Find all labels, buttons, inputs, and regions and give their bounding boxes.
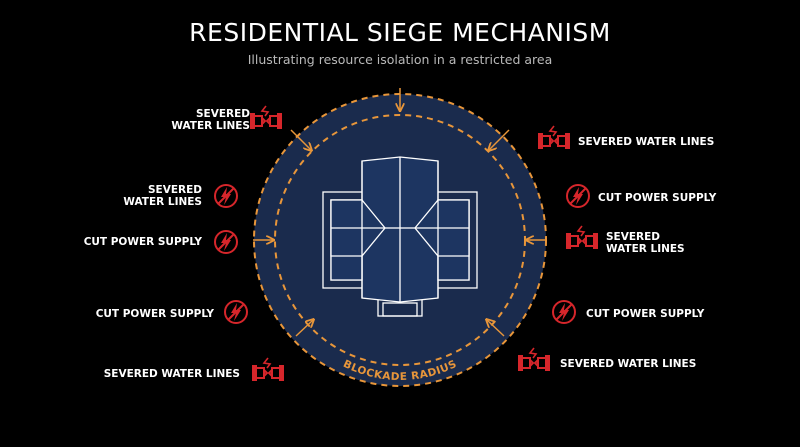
cut-power-icon (214, 230, 238, 254)
blockade-radius-ring (274, 114, 526, 366)
severed-water-icon (518, 347, 550, 371)
cut-power-icon (552, 300, 576, 324)
left-label-5: SEVERED WATER LINES (103, 368, 240, 380)
inward-arrows (253, 88, 547, 337)
page-title: RESIDENTIAL SIEGE MECHANISM (189, 18, 611, 47)
page-subtitle: Illustrating resource isolation in a res… (247, 52, 553, 67)
left-label-4: CUT POWER SUPPLY (95, 308, 214, 320)
left-label-3: CUT POWER SUPPLY (83, 236, 202, 248)
severed-water-icon (566, 225, 598, 249)
cut-power-icon (214, 184, 238, 208)
right-label-4: CUT POWER SUPPLY (586, 308, 705, 320)
cut-power-icon (566, 184, 590, 208)
severed-water-icon (250, 105, 282, 129)
right-label-5: SEVERED WATER LINES (560, 358, 697, 370)
severed-water-icon (538, 125, 570, 149)
severed-water-icon (252, 357, 284, 381)
right-label-1: SEVERED WATER LINES (578, 136, 715, 148)
building-roof (322, 156, 478, 317)
cut-power-icon (224, 300, 248, 324)
right-label-2: CUT POWER SUPPLY (598, 192, 717, 204)
